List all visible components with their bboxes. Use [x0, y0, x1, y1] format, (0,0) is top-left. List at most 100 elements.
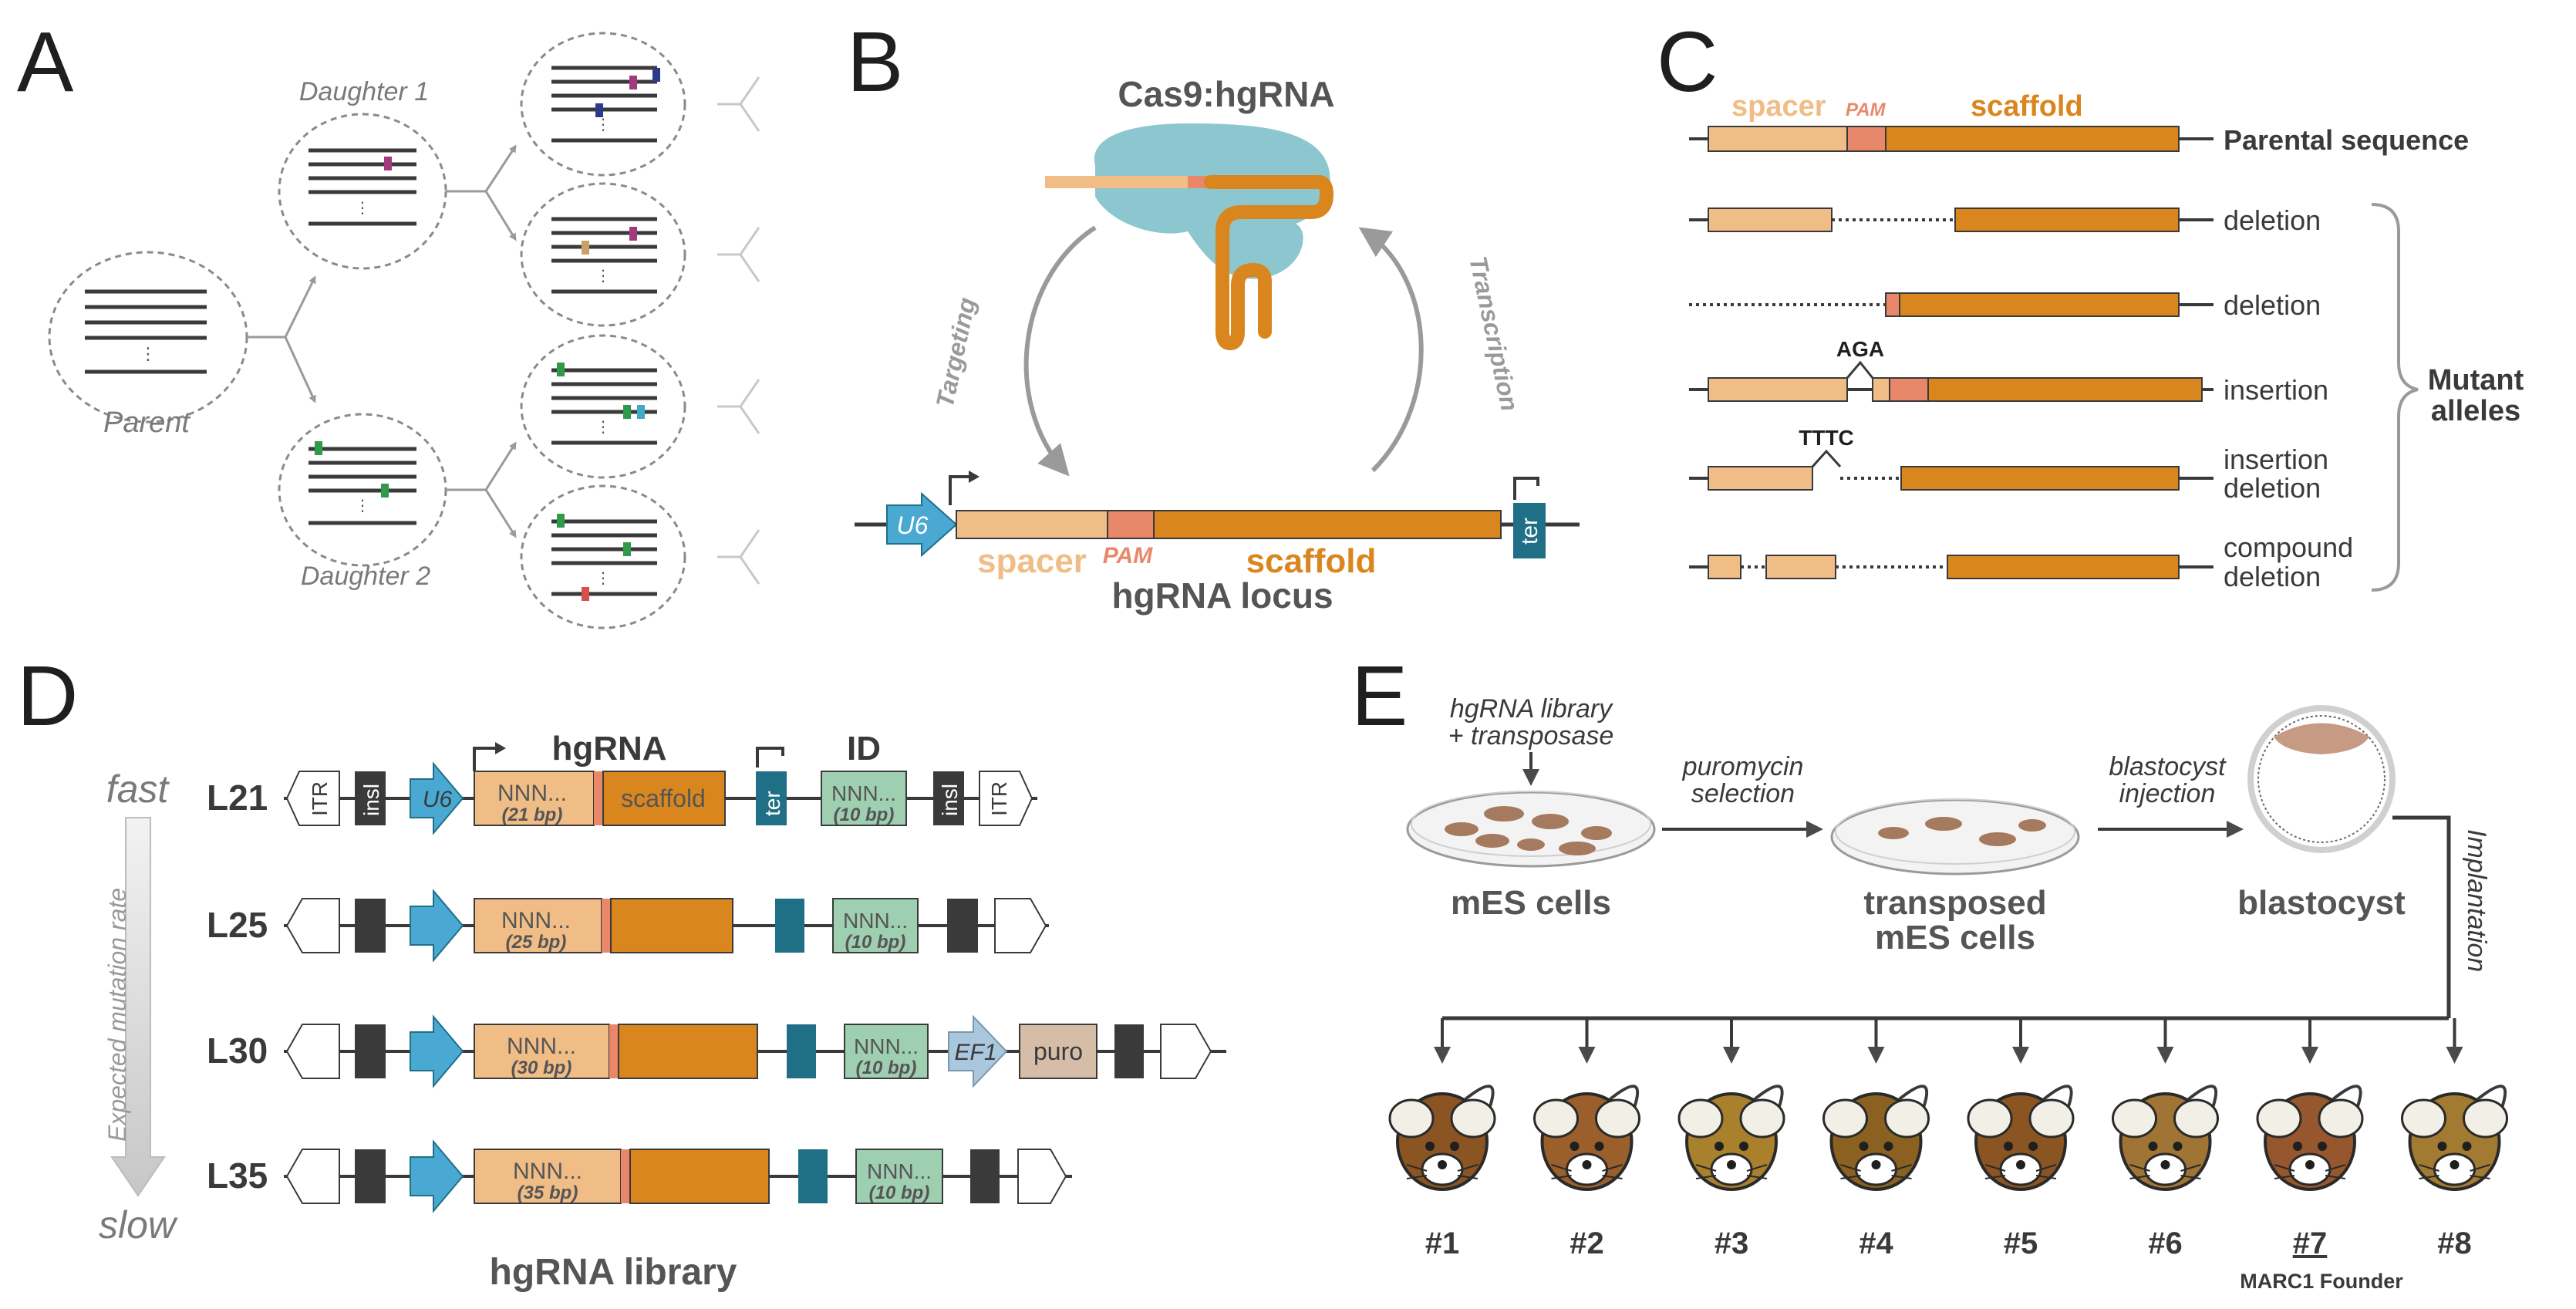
- mouse-label: #6: [2148, 1226, 2183, 1260]
- mutation-mark: [623, 405, 631, 419]
- svg-text:(25 bp): (25 bp): [506, 932, 567, 953]
- panel-d: D fast Expected mutation rate slow hgRNA…: [17, 649, 1226, 1293]
- svg-text:⋮: ⋮: [595, 419, 611, 436]
- svg-text:ter: ter: [760, 791, 784, 816]
- daughter1-label: Daughter 1: [299, 77, 429, 106]
- construct-L35: L35 NNN... (35 bp) NNN... (10 bp): [207, 1139, 1072, 1213]
- parental-allele: Parental sequence: [1689, 124, 2469, 156]
- c-scaffold-label: scaffold: [1971, 90, 2083, 123]
- ter-terminator: [1513, 503, 1546, 558]
- u6-promoter: [886, 491, 958, 558]
- mutation-mark: [384, 157, 392, 170]
- puro-note-1: puromycin: [1682, 752, 1804, 781]
- mouse-1: [1388, 1085, 1496, 1191]
- mouse-5: [1967, 1085, 2075, 1191]
- construct-name: L21: [207, 778, 268, 818]
- granddaughter-3: ⋮: [520, 334, 686, 479]
- panel-c-letter: C: [1657, 15, 1718, 110]
- panel-b: B Cas9:hgRNA Targeting Transcription U6 …: [847, 15, 1580, 616]
- mes-label: mES cells: [1451, 884, 1611, 922]
- id-header: ID: [847, 730, 881, 768]
- allele-deletion-2: deletion: [1689, 289, 2321, 321]
- mutation-mark: [557, 514, 565, 528]
- mutant-brace: [2371, 203, 2419, 592]
- svg-text:NNN...: NNN...: [507, 1034, 576, 1059]
- mouse-6: [2112, 1085, 2219, 1191]
- rate-label: Expected mutation rate: [103, 888, 131, 1142]
- panel-c: C spacer PAM scaffold Parental sequence …: [1657, 15, 2524, 592]
- mutation-mark: [381, 484, 389, 498]
- daughter2-label: Daughter 2: [301, 562, 430, 591]
- granddaughter-4: ⋮: [520, 484, 686, 629]
- implantation-label: Implantation: [2462, 829, 2491, 972]
- svg-text:⋮: ⋮: [140, 344, 157, 363]
- u6-label: U6: [897, 511, 929, 539]
- allele-label: deletion: [2224, 204, 2321, 236]
- transposed-label-2: mES cells: [1875, 919, 2035, 956]
- blast-note-2: injection: [2119, 779, 2216, 808]
- panel-a-letter: A: [17, 15, 74, 110]
- svg-text:insl: insl: [938, 784, 962, 816]
- locus-spacer: [956, 510, 1108, 539]
- library-note-2: + transposase: [1448, 721, 1614, 751]
- construct-name: L35: [207, 1155, 268, 1196]
- svg-text:NNN...: NNN...: [843, 909, 908, 933]
- svg-text:scaffold: scaffold: [621, 784, 706, 812]
- allele-label: insertion: [2224, 374, 2328, 406]
- construct-L30: L30 NNN... (30 bp) NNN... (10 bp) EF1 pu…: [207, 1014, 1226, 1088]
- svg-text:(30 bp): (30 bp): [511, 1058, 572, 1078]
- mutant-label: Mutant: [2428, 364, 2524, 396]
- c-spacer-label: spacer: [1731, 90, 1826, 123]
- targeting-label: Targeting: [931, 295, 981, 410]
- grna-scaffold: [1204, 175, 1334, 350]
- locus-scaffold: [1153, 510, 1502, 539]
- library-label: hgRNA library: [490, 1252, 737, 1293]
- construct-L21: L21 ITR insl U6 NNN... (21 bp) scaffold …: [207, 742, 1037, 835]
- hgrna-header: hgRNA: [551, 730, 666, 768]
- slow-label: slow: [99, 1203, 178, 1247]
- svg-text:ITR: ITR: [308, 781, 332, 816]
- svg-text:⋮: ⋮: [595, 570, 611, 587]
- locus-label: hgRNA locus: [1111, 575, 1333, 616]
- spacer-label: spacer: [977, 542, 1087, 580]
- construct-name: L30: [207, 1031, 268, 1071]
- fast-label: fast: [106, 768, 170, 811]
- mouse-label: #7: [2293, 1226, 2328, 1260]
- locus-pam: [1107, 510, 1155, 539]
- puro-note-2: selection: [1691, 779, 1795, 808]
- allele-label-line2: deletion: [2224, 472, 2321, 504]
- allele-insertion: AGA insertion: [1689, 337, 2328, 406]
- alleles-label: alleles: [2431, 395, 2520, 427]
- transposed-label-1: transposed: [1863, 884, 2046, 922]
- svg-text:(35 bp): (35 bp): [518, 1182, 578, 1203]
- insertion-tag: TTTC: [1799, 426, 1854, 450]
- svg-text:NNN...: NNN...: [501, 908, 571, 933]
- mouse-2: [1533, 1085, 1640, 1191]
- ter-label: ter: [1517, 518, 1543, 545]
- parent-label: Parent: [103, 407, 191, 439]
- parental-label: Parental sequence: [2224, 124, 2469, 156]
- mouse-label: #8: [2437, 1226, 2472, 1260]
- panel-e: E hgRNA library + transposase mES cells …: [1351, 649, 2508, 1293]
- targeting-arrow: [1023, 225, 1097, 477]
- tss-arrow: [949, 475, 973, 505]
- svg-text:(10 bp): (10 bp): [869, 1182, 930, 1203]
- mutation-mark: [315, 441, 322, 455]
- construct-name: L25: [207, 905, 268, 945]
- mouse-label: #5: [2004, 1226, 2038, 1260]
- transcription-label: Transcription: [1464, 254, 1524, 413]
- svg-text:⋮: ⋮: [355, 200, 370, 217]
- mutation-mark: [595, 103, 603, 117]
- allele-label-line2: deletion: [2224, 561, 2321, 592]
- construct-L25: L25 NNN... (25 bp) NNN... (10 bp): [207, 889, 1049, 963]
- pam-label: PAM: [1103, 543, 1153, 568]
- allele-insertion-deletion: TTTC insertion deletion: [1689, 426, 2328, 504]
- mutation-mark: [582, 241, 589, 255]
- daughter1-cell: Daughter 1 ⋮: [278, 77, 447, 270]
- cas9-title: Cas9:hgRNA: [1118, 74, 1334, 114]
- c-pam-label: PAM: [1846, 100, 1886, 120]
- blast-note-1: blastocyst: [2109, 752, 2227, 781]
- svg-text:puro: puro: [1033, 1037, 1083, 1065]
- allele-label-line1: insertion: [2224, 444, 2328, 475]
